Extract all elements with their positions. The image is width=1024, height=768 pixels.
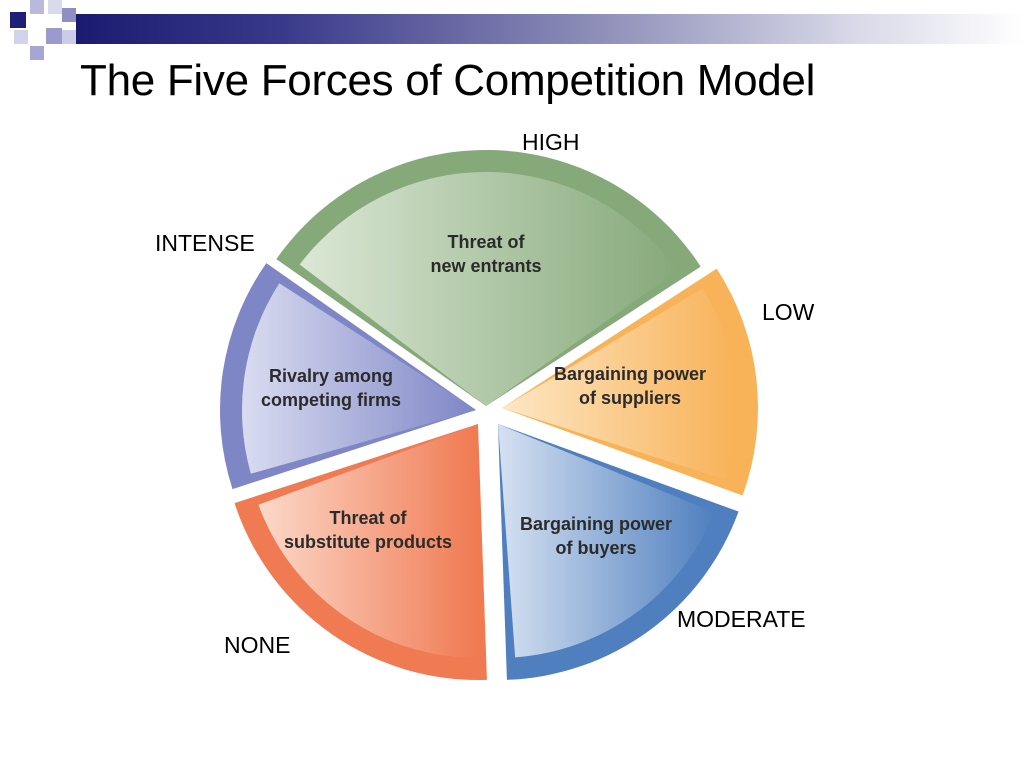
slice-suppliers: Bargaining power of suppliers bbox=[502, 268, 758, 496]
slice-new-entrants: Threat of new entrants bbox=[276, 150, 701, 406]
slice-fill-rivalry bbox=[241, 283, 476, 474]
slice-label-line: Rivalry among bbox=[269, 366, 393, 386]
level-label-none: NONE bbox=[224, 632, 291, 658]
slice-label-rivalry: Rivalry among competing firms bbox=[261, 366, 401, 410]
level-label-intense: INTENSE bbox=[155, 230, 255, 256]
slice-label-substitutes: Threat of substitute products bbox=[284, 508, 452, 552]
slice-label-suppliers: Bargaining power of suppliers bbox=[554, 364, 706, 408]
decorative-square-light bbox=[30, 0, 44, 14]
decorative-square-mid bbox=[46, 28, 62, 44]
slice-label-line: of suppliers bbox=[579, 388, 681, 408]
slice-buyers: Bargaining power of buyers bbox=[498, 424, 739, 680]
level-label-high: HIGH bbox=[522, 129, 580, 155]
decorative-square-light bbox=[48, 0, 62, 14]
decorative-square-mid bbox=[62, 8, 76, 22]
page-title: The Five Forces of Competition Model bbox=[80, 56, 816, 105]
slice-label-line: competing firms bbox=[261, 390, 401, 410]
slice-label-line: Threat of bbox=[329, 508, 407, 528]
level-label-low: LOW bbox=[762, 299, 815, 325]
slice-rivalry: Rivalry among competing firms bbox=[219, 263, 476, 490]
decorative-square-light bbox=[14, 30, 28, 44]
slice-label-line: Bargaining power bbox=[554, 364, 706, 384]
slice-label-line: Threat of bbox=[447, 232, 525, 252]
decorative-square-light bbox=[62, 30, 76, 44]
slice-label-line: new entrants bbox=[430, 256, 541, 276]
slice-fill-new-entrants bbox=[299, 171, 678, 406]
decorative-square-dark bbox=[10, 12, 26, 28]
slice-label-line: substitute products bbox=[284, 532, 452, 552]
slice-fill-suppliers bbox=[502, 288, 737, 480]
slice-label-new-entrants: Threat of new entrants bbox=[430, 232, 541, 276]
decorative-square-mid bbox=[30, 46, 44, 60]
slice-label-buyers: Bargaining power of buyers bbox=[520, 514, 672, 558]
slice-fill-substitutes bbox=[258, 424, 478, 658]
slice-substitutes: Threat of substitute products bbox=[234, 424, 487, 680]
slice-fill-buyers bbox=[498, 424, 715, 658]
slice-label-line: Bargaining power bbox=[520, 514, 672, 534]
slice-label-line: of buyers bbox=[555, 538, 636, 558]
header-gradient-band bbox=[76, 14, 1024, 44]
level-label-moderate: MODERATE bbox=[677, 606, 806, 632]
